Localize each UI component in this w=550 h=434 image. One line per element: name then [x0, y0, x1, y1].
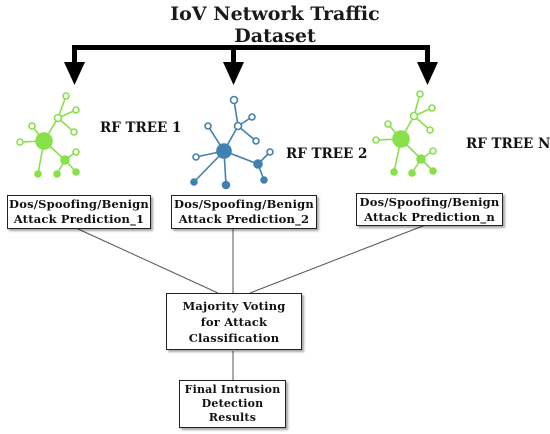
distribution-bar	[72, 45, 430, 50]
prediction-2-line1: Dos/Spoofing/Benign	[174, 197, 314, 211]
prediction-1-line1: Dos/Spoofing/Benign	[9, 197, 149, 211]
tree-1-label: RF TREE 1	[100, 120, 182, 136]
diagram-title-line2: Dataset	[234, 25, 316, 47]
rf-tree-2-icon	[190, 95, 274, 190]
final-results-box: Final Intrusion Detection Results	[179, 380, 286, 428]
result-line3: Results	[208, 411, 257, 424]
majority-voting-box: Majority Voting for Attack Classificatio…	[166, 293, 302, 350]
rf-tree-n-icon	[372, 90, 437, 177]
prediction-box-2: Dos/Spoofing/Benign Attack Prediction_2	[171, 195, 317, 229]
result-line1: Final Intrusion	[184, 383, 281, 396]
prediction-1-line2: Attack Prediction_1	[13, 212, 145, 226]
voting-line1: Majority Voting	[182, 298, 286, 313]
prediction-n-line1: Dos/Spoofing/Benign	[359, 194, 500, 209]
tree-2-label: RF TREE 2	[286, 146, 368, 162]
prediction-n-line2: Attack Prediction_n	[364, 209, 495, 224]
rf-tree-1-icon	[16, 92, 80, 178]
voting-line2: for Attack	[200, 314, 268, 329]
arrow-to-tree-1	[64, 62, 85, 85]
prediction-to-voting-lines	[77, 223, 429, 380]
prediction-2-line2: Attack Prediction_2	[178, 212, 310, 226]
tree-n-label: RF TREE N	[466, 136, 550, 152]
arrow-to-tree-n	[417, 62, 438, 85]
prediction-box-n: Dos/Spoofing/Benign Attack Prediction_n	[356, 193, 503, 226]
result-line2: Detection	[201, 397, 264, 410]
arrow-to-tree-2	[223, 62, 244, 85]
prediction-box-1: Dos/Spoofing/Benign Attack Prediction_1	[7, 195, 151, 229]
diagram-title-line1: IoV Network Traffic	[170, 3, 380, 25]
dataset-distribution-arrows	[64, 45, 438, 85]
voting-line3: Classification	[188, 330, 280, 345]
